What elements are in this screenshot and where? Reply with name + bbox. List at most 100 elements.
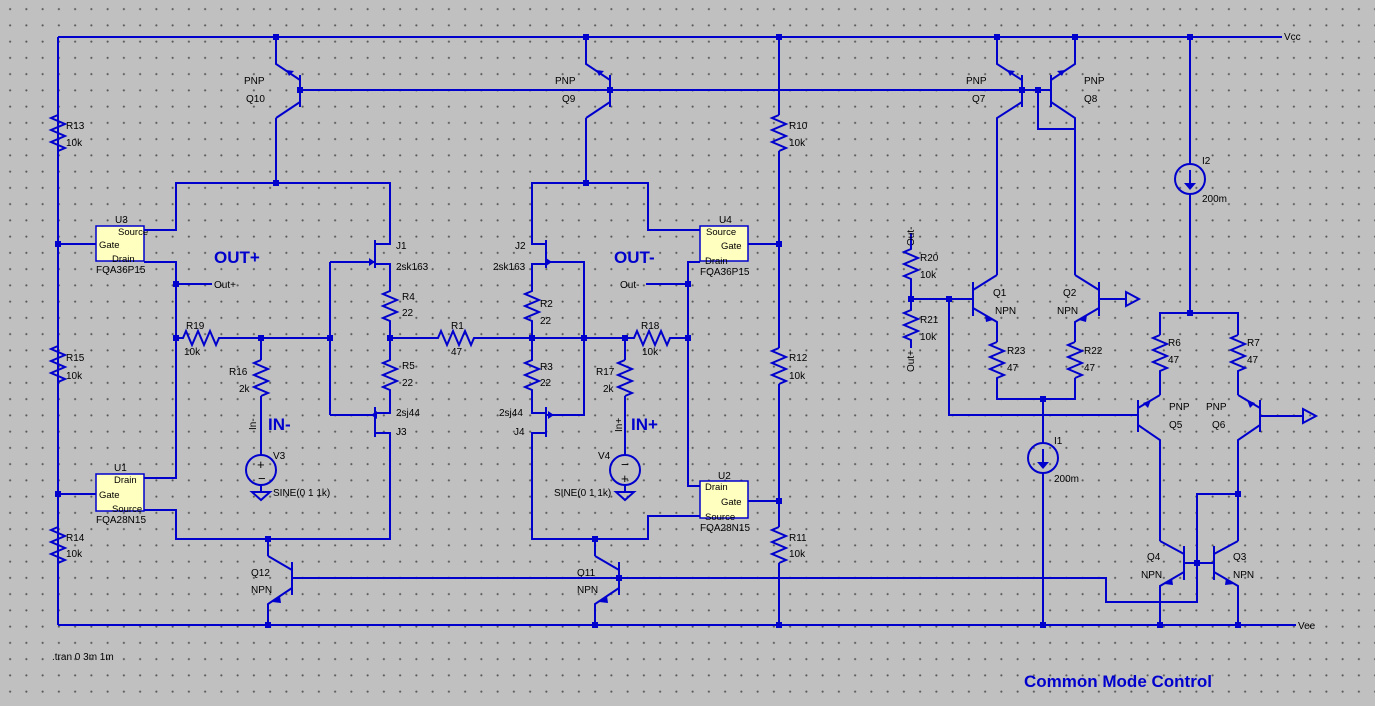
jfet-j1[interactable]: J1 2sk163 xyxy=(369,233,429,288)
net-in-minus: In- xyxy=(248,418,259,430)
transistor-q1[interactable]: Q1 NPN xyxy=(972,274,1016,342)
q1-label: Q1 xyxy=(993,288,1007,299)
q7-label: Q7 xyxy=(972,94,986,105)
resistor-r17[interactable]: R17 2k xyxy=(596,338,635,455)
resistor-r6[interactable]: R6 47 xyxy=(1150,334,1181,395)
mosfet-u1[interactable]: U1 Drain Gate Source FQA28N15 xyxy=(95,463,146,526)
r22-label: R22 xyxy=(1084,346,1103,357)
q6-label: Q6 xyxy=(1212,420,1226,431)
q2-label: Q2 xyxy=(1063,288,1077,299)
u4-model: FQA36P15 xyxy=(700,267,750,278)
r1-value: 47 xyxy=(451,347,463,358)
current-source-i1[interactable]: I1 200m xyxy=(1027,399,1079,625)
mosfet-u3[interactable]: U3 Source Gate Drain FQA36P15 xyxy=(95,215,148,276)
junction-dots xyxy=(55,34,1241,628)
resistor-r12[interactable]: R12 10k xyxy=(769,347,808,385)
u2-pin-drain: Drain xyxy=(705,482,728,493)
r15-value: 10k xyxy=(66,371,83,382)
net-in-plus: In+ xyxy=(614,418,625,432)
r16-value: 2k xyxy=(239,384,251,395)
q9-label: Q9 xyxy=(562,94,576,105)
r7-value: 47 xyxy=(1247,355,1259,366)
r7-label: R7 xyxy=(1247,338,1260,349)
jfet-j4[interactable]: 2sj44 J4 xyxy=(499,407,700,540)
j1-label: J1 xyxy=(396,241,407,252)
transistor-q10[interactable]: PNP Q10 xyxy=(244,60,301,119)
j4-model: 2sj44 xyxy=(499,408,523,419)
transistor-q5[interactable]: PNP Q5 xyxy=(1137,394,1190,541)
common-mode-control-title: Common Mode Control xyxy=(1024,672,1212,691)
transistor-q3[interactable]: Q3 NPN xyxy=(1213,540,1254,625)
resistor-r16[interactable]: R16 2k xyxy=(229,338,271,455)
q9-type: PNP xyxy=(555,76,576,87)
resistor-r20[interactable]: R20 10k xyxy=(901,244,939,299)
r23-value: 47 xyxy=(1007,363,1019,374)
mosfet-u4[interactable]: U4 Source Gate Drain FQA36P15 xyxy=(699,215,750,278)
svg-text:+: + xyxy=(257,457,265,472)
r17-label: R17 xyxy=(596,367,615,378)
r11-value: 10k xyxy=(789,549,806,560)
q4-type: NPN xyxy=(1141,570,1162,581)
transistor-q6[interactable]: PNP Q6 xyxy=(1206,394,1261,541)
resistor-r15[interactable]: R15 10k xyxy=(48,345,85,383)
u3-model: FQA36P15 xyxy=(96,265,146,276)
resistor-r7[interactable]: R7 47 xyxy=(1228,334,1260,395)
u2-label: U2 xyxy=(718,471,731,482)
resistor-r3[interactable]: R3 22 xyxy=(522,338,553,410)
transistor-q7[interactable]: PNP Q7 xyxy=(966,60,1023,275)
resistor-r14[interactable]: R14 10k xyxy=(48,526,85,564)
r14-label: R14 xyxy=(66,533,85,544)
svg-text:−: − xyxy=(258,471,266,486)
transistor-q4[interactable]: Q4 NPN xyxy=(1141,540,1185,625)
u4-pin-gate: Gate xyxy=(721,241,742,252)
resistor-r2[interactable]: R2 22 xyxy=(522,288,553,338)
r18-label: R18 xyxy=(641,321,660,332)
u2-pin-gate: Gate xyxy=(721,497,742,508)
transistor-q12[interactable]: Q12 NPN xyxy=(251,539,293,625)
resistor-r5[interactable]: R5 22 xyxy=(380,338,415,410)
jfet-j2[interactable]: J2 2sk163 xyxy=(493,182,700,288)
j2-model: 2sk163 xyxy=(493,262,526,273)
q8-label: Q8 xyxy=(1084,94,1098,105)
resistor-r4[interactable]: R4 22 xyxy=(380,288,415,338)
j1-model: 2sk163 xyxy=(396,262,429,273)
resistor-r22[interactable]: R22 47 xyxy=(1065,341,1103,379)
resistor-r21[interactable]: R21 10k xyxy=(901,299,939,348)
current-source-i2[interactable]: I2 200m xyxy=(1174,37,1227,313)
v3-label: V3 xyxy=(273,451,286,462)
i2-label: I2 xyxy=(1202,156,1211,167)
net-out-plus-vertical: Out+ xyxy=(906,350,917,372)
vcc-label: Vcc xyxy=(1284,32,1301,43)
resistor-r19[interactable]: R19 10k xyxy=(176,321,226,358)
q1-type: NPN xyxy=(995,306,1016,317)
q4-label: Q4 xyxy=(1147,552,1161,563)
resistor-r18[interactable]: R18 10k xyxy=(612,321,688,358)
mosfet-u2[interactable]: U2 Drain Gate Source FQA28N15 xyxy=(699,471,750,534)
r2-label: R2 xyxy=(540,299,553,310)
resistor-r11[interactable]: R11 10k xyxy=(769,526,807,564)
r19-label: R19 xyxy=(186,321,205,332)
j2-label: J2 xyxy=(515,241,526,252)
v4-value: SINE(0 1 1k) xyxy=(554,488,611,499)
u1-pin-drain: Drain xyxy=(114,475,137,486)
voltage-source-v3[interactable]: + − V3 SINE(0 1 1k) xyxy=(245,451,330,502)
r19-value: 10k xyxy=(184,347,201,358)
voltage-source-v4[interactable]: − + V4 SINE(0 1 1k) xyxy=(554,451,641,502)
net-out-minus-vertical: Out- xyxy=(906,227,917,246)
v4-label: V4 xyxy=(598,451,611,462)
transistor-q11[interactable]: Q11 NPN xyxy=(577,539,620,625)
r15-label: R15 xyxy=(66,353,85,364)
r5-value: 22 xyxy=(402,378,414,389)
resistor-r13[interactable]: R13 10k xyxy=(48,114,85,152)
jfet-j3[interactable]: 2sj44 J3 xyxy=(371,407,420,445)
resistor-r10[interactable]: R10 10k xyxy=(769,114,808,152)
q7-type: PNP xyxy=(966,76,987,87)
power-rails: Vcc Vee xyxy=(57,32,1316,632)
resistor-r1[interactable]: R1 47 xyxy=(390,321,532,358)
q8-type: PNP xyxy=(1084,76,1105,87)
transistor-q2[interactable]: Q2 NPN xyxy=(1057,274,1100,342)
r20-value: 10k xyxy=(920,270,937,281)
q11-label: Q11 xyxy=(577,568,596,579)
transistor-q8[interactable]: PNP Q8 xyxy=(1050,60,1105,275)
resistor-r23[interactable]: R23 47 xyxy=(987,341,1076,400)
